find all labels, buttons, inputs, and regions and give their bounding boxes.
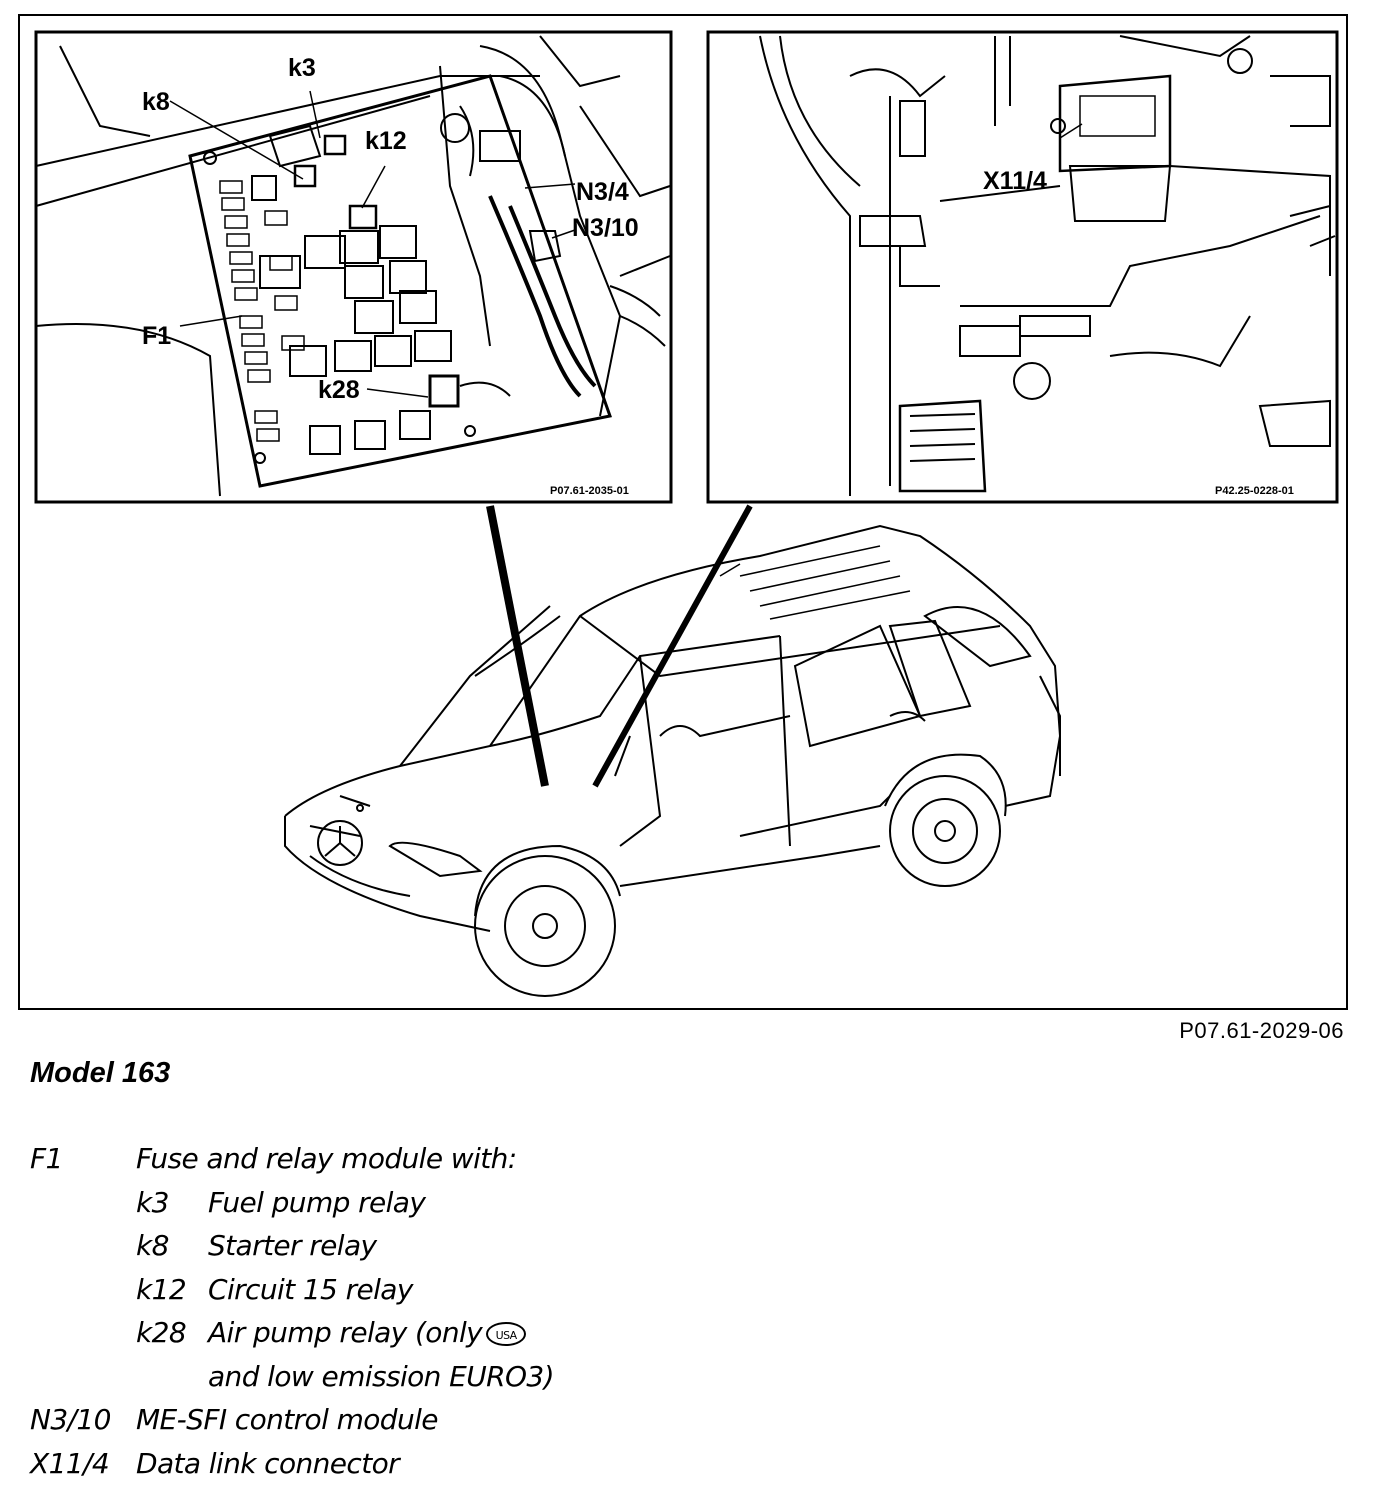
legend-code: F1 [30,1142,63,1175]
label-k8: k8 [142,88,170,116]
model-title: Model 163 [30,1057,171,1089]
legend-desc: and low emission EURO3) [208,1359,555,1393]
label-f1: F1 [142,322,171,350]
legend-desc: Air pump relay (only [208,1316,483,1349]
legend-desc: Fuel pump relay [208,1185,426,1219]
right-panel-code: P42.25-0228-01 [1215,485,1294,497]
legend-desc: Starter relay [208,1229,377,1262]
data-link-connector-panel [706,30,1339,504]
legend-code: X11/4 [30,1446,110,1480]
vehicle-illustration [284,524,1062,997]
legend-desc: Data link connector [136,1446,400,1480]
legend-desc: Fuse and relay module with: [136,1142,517,1175]
label-k12: k12 [365,127,407,155]
legend-code: k8 [136,1229,169,1262]
label-x11-4: X11/4 [983,167,1047,195]
usa-icon: USA [486,1322,527,1346]
figure-code: P07.61-2029-06 [1179,1018,1344,1043]
legend-code: k3 [136,1185,169,1219]
legend-desc: Circuit 15 relay [208,1272,413,1306]
label-k28: k28 [318,376,360,404]
legend-code: N3/10 [30,1403,111,1436]
legend-code: k28 [136,1316,187,1349]
location-diagram: k3 k8 k12 N3/4 N3/10 F1 k28 X11/4 P07.61… [34,30,1339,997]
fuse-box-panel [34,30,673,504]
legend-desc: ME-SFI control module [136,1403,439,1436]
label-n3-4: N3/4 [576,178,629,206]
label-k3: k3 [288,54,316,82]
diagram-frame: k3 k8 k12 N3/4 N3/10 F1 k28 X11/4 P07.61… [18,14,1348,1010]
label-n3-10: N3/10 [572,214,639,242]
legend-code: k12 [136,1272,187,1306]
left-panel-code: P07.61-2035-01 [550,485,629,497]
